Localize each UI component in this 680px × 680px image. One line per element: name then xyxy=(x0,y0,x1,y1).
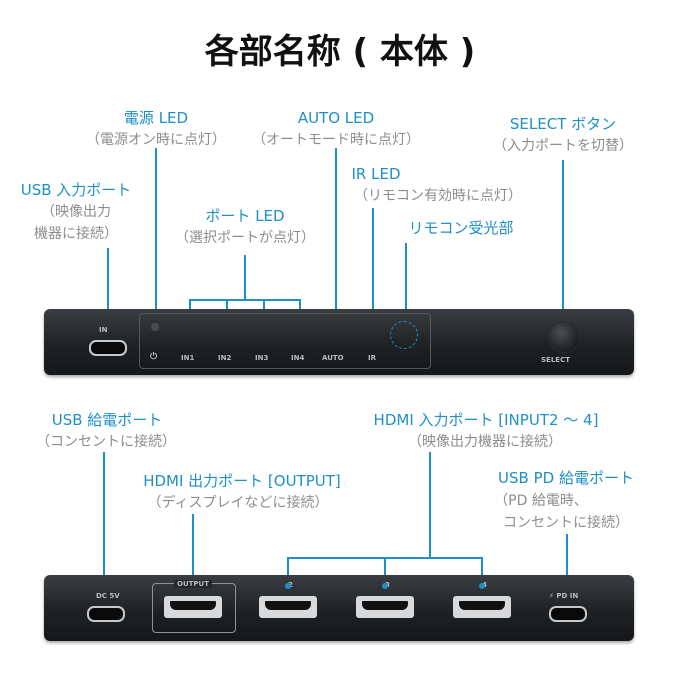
usb-pd-desc-1: （PD 給電時、 xyxy=(494,493,588,509)
power-led-label: 電源 LED xyxy=(123,109,189,127)
hdmi-input-port-3[interactable] xyxy=(356,596,414,618)
back-panel: DC 5V OUTPUT 2 3 4 ⚡ PD IN xyxy=(44,575,634,641)
usb-pd-label: USB PD 給電ポート xyxy=(498,469,634,487)
pd-port-label: ⚡ PD IN xyxy=(549,592,579,600)
remote-receiver-label: リモコン受光部 xyxy=(408,219,514,237)
led-label-in3: IN3 xyxy=(255,354,269,362)
hdmi-output-desc: （ディスプレイなどに接続） xyxy=(147,495,329,511)
led-label-in1: IN1 xyxy=(181,354,195,362)
usb-power-desc: （コンセントに接続） xyxy=(36,434,176,450)
remote-receiver xyxy=(390,321,418,349)
front-panel: IN ⏻ IN1 IN2 IN3 IN4 AUTO IR SELECT xyxy=(44,309,634,375)
hdmi-input-desc: （映像出力機器に接続） xyxy=(408,434,562,450)
page-title: 各部名称 ( 本体 ) xyxy=(204,32,476,72)
hdmi-input-port-4[interactable] xyxy=(453,596,511,618)
led-label-ir: IR xyxy=(368,354,376,362)
ir-led-desc: （リモコン有効時に点灯） xyxy=(354,188,522,204)
auto-led-desc: （オートモード時に点灯） xyxy=(252,132,420,148)
usb-power-port[interactable] xyxy=(87,606,125,622)
usb-input-desc-2: 機器に接続） xyxy=(34,226,118,242)
usb-input-port[interactable] xyxy=(89,340,127,356)
select-button-label: SELECT ボタン xyxy=(509,115,617,133)
power-led-desc: （電源オン時に点灯） xyxy=(86,132,226,148)
usb-power-label: USB 給電ポート xyxy=(51,411,163,429)
hdmi-output-label: HDMI 出力ポート [OUTPUT] xyxy=(143,472,341,490)
usb-input-port-label: IN xyxy=(99,326,108,334)
power-icon: ⏻ xyxy=(150,352,158,362)
hdmi-output-port[interactable] xyxy=(164,596,222,618)
auto-led-label: AUTO LED xyxy=(297,109,375,127)
hdmi-input-3-marker xyxy=(382,583,388,589)
output-port-label: OUTPUT xyxy=(174,580,212,588)
hdmi-input-2-marker xyxy=(285,583,291,589)
select-button-desc: （入力ポートを切替） xyxy=(493,138,633,154)
led-label-in2: IN2 xyxy=(218,354,232,362)
usb-pd-port[interactable] xyxy=(549,606,587,622)
ir-led-label: IR LED xyxy=(351,165,401,183)
led-label-in4: IN4 xyxy=(291,354,305,362)
usb-input-label: USB 入力ポート xyxy=(20,181,132,199)
select-button[interactable] xyxy=(548,321,580,353)
port-led-label: ポート LED xyxy=(205,207,285,225)
led-label-auto: AUTO xyxy=(322,354,344,362)
hdmi-input-label: HDMI 入力ポート [INPUT2 ～ 4] xyxy=(373,411,599,429)
usb-pd-desc-2: コンセントに接続） xyxy=(503,515,629,531)
led-panel xyxy=(139,313,431,369)
select-button-text: SELECT xyxy=(541,356,570,364)
usb-input-desc-1: （映像出力 xyxy=(41,204,111,220)
dc-port-label: DC 5V xyxy=(96,592,120,600)
power-led xyxy=(151,323,159,331)
port-led-desc: （選択ポートが点灯） xyxy=(175,230,315,246)
hdmi-input-port-2[interactable] xyxy=(259,596,317,618)
hdmi-input-4-marker xyxy=(479,583,485,589)
